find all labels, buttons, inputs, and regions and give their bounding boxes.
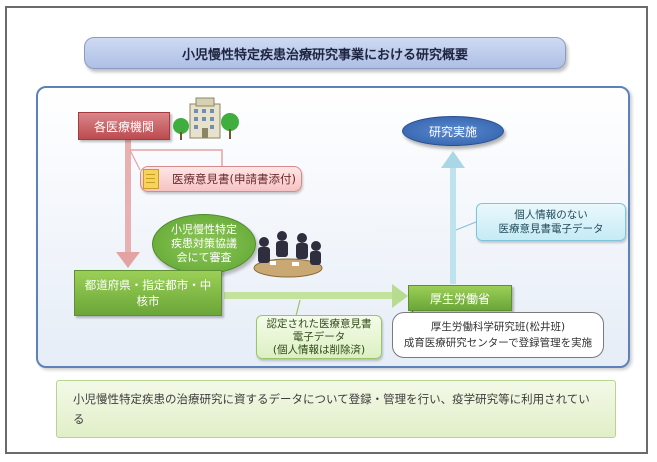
certified-label-3: (個人情報は削除済): [272, 343, 366, 356]
no-personal-label-2: 医療意見書電子データ: [498, 223, 604, 235]
node-medical-institutions: 各医療機関: [78, 112, 170, 140]
line-to-opinion: [130, 149, 223, 166]
research-group-label-2: 成育医療研究センターで登録管理を実施: [403, 337, 593, 349]
arrow-prefecture-to-mhlw: [224, 284, 408, 308]
node-opinion-letter: 医療意見書(申請書添付): [140, 166, 302, 192]
hospital-building-icon: [173, 97, 239, 140]
arrow-mhlw-to-research: [441, 151, 465, 284]
opinion-letter-label: 医療意見書(申請書添付): [172, 172, 296, 186]
prefecture-label-2: 核市: [136, 294, 160, 308]
callout-certified-data: 認定された医療意見書 電子データ (個人情報は削除済): [256, 315, 382, 359]
diagram-title: 小児慢性特定疾患治療研究事業における研究概要: [84, 37, 566, 69]
node-prefecture: 都道府県・指定都市・中 核市: [74, 270, 222, 316]
callout-research-group: 厚生労働科学研究班(松井班) 成育医療研究センターで登録管理を実施: [392, 312, 604, 358]
meeting-people-icon: [253, 231, 323, 278]
node-mhlw: 厚生労働省: [408, 285, 512, 311]
node-council: 小児慢性特定 疾患対策協議 会にて審査: [152, 214, 256, 274]
callout-no-personal-data: 個人情報のない 医療意見書電子データ: [476, 203, 626, 241]
summary-box: 小児慢性特定疾患の治療研究に資するデータについて登録・管理を行い、疫学研究等に利…: [56, 380, 616, 438]
research-group-label-1: 厚生労働科学研究班(松井班): [430, 321, 566, 333]
mhlw-label: 厚生労働省: [429, 291, 490, 306]
medical-institutions-label: 各医療機関: [93, 119, 154, 134]
arrow-institution-to-prefecture: [116, 140, 140, 268]
no-personal-label-1: 個人情報のない: [514, 209, 588, 221]
council-label-3: 会にて審査: [176, 251, 232, 264]
council-label-2: 疾患対策協議: [171, 237, 237, 250]
council-label-1: 小児慢性特定: [171, 223, 237, 236]
prefecture-label-1: 都道府県・指定都市・中: [84, 278, 212, 292]
summary-text: 小児慢性特定疾患の治療研究に資するデータについて登録・管理を行い、疫学研究等に利…: [73, 392, 590, 426]
document-icon: [143, 169, 159, 189]
research-label: 研究実施: [428, 124, 477, 139]
certified-label-1: 認定された医療意見書: [266, 317, 372, 330]
title-text: 小児慢性特定疾患治療研究事業における研究概要: [181, 47, 468, 63]
node-research: 研究実施: [402, 116, 504, 146]
certified-label-2: 電子データ: [292, 330, 346, 343]
